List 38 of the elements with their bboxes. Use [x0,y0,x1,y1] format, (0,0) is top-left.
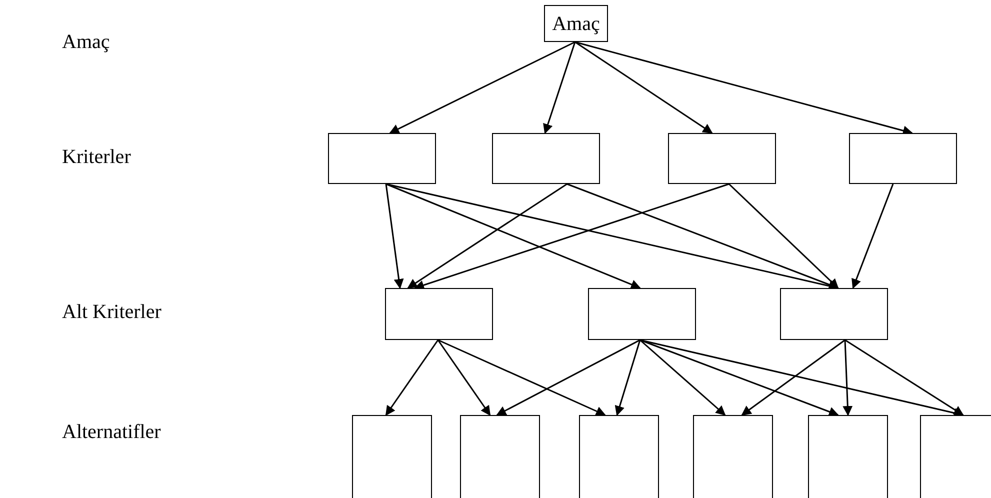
arrow [496,339,640,416]
arrow [385,340,439,416]
arrow [389,41,576,134]
empty-box [460,415,540,498]
empty-box [492,133,600,184]
arrow [407,183,568,289]
empty-box [849,133,957,184]
level-label: Alternatifler [62,420,161,445]
level-label: Alt Kriterler [62,300,162,325]
arrow [842,340,853,416]
arrow [385,184,404,289]
arrow [414,183,730,290]
empty-box [588,288,696,340]
arrow [852,184,894,289]
goal-box: Amaç [544,5,608,42]
arrow [574,41,713,134]
empty-box [579,415,659,498]
empty-box [385,288,493,340]
level-label: Amaç [62,30,110,55]
arrow [640,339,726,416]
empty-box [920,415,991,498]
empty-box [352,415,432,498]
empty-box [693,415,773,498]
arrow [437,340,491,416]
empty-box [328,133,436,184]
arrow [728,183,839,289]
arrow [438,339,606,416]
empty-box [780,288,888,340]
empty-box [668,133,776,184]
arrow [844,339,964,416]
empty-box [808,415,888,498]
arrow [741,339,846,416]
arrow [386,183,641,290]
arrow [640,339,839,416]
level-label: Kriterler [62,145,131,170]
arrow [574,41,913,136]
arrow [543,42,576,134]
arrow [614,340,641,416]
